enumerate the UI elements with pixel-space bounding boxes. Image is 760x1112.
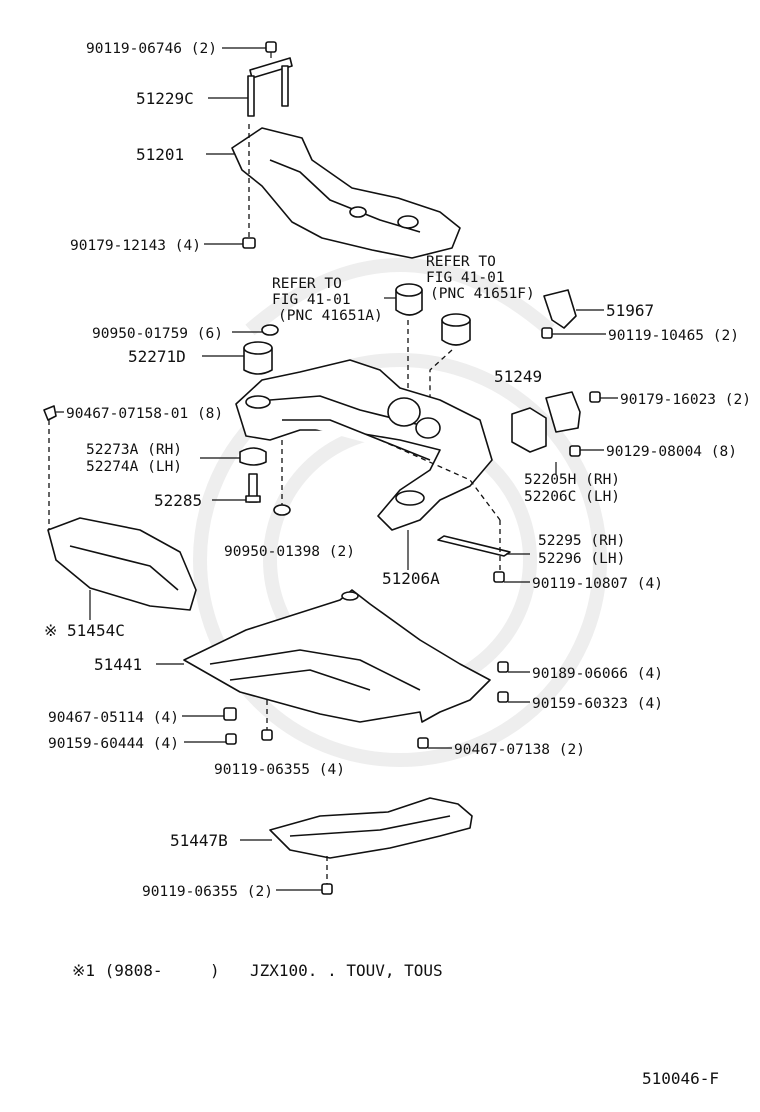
bolt-90159-60444[interactable] [225, 733, 237, 745]
label-90179-16023: 90179-16023 (2) [620, 392, 751, 408]
bolt-90467-07158-01[interactable] [43, 405, 57, 421]
label-52273A: 52273A (RH) [86, 442, 182, 458]
label-90467-07138: 90467-07138 (2) [454, 742, 585, 758]
label-90950-01759: 90950-01759 (6) [92, 326, 223, 342]
label-52271D: 52271D [128, 347, 186, 366]
label-52205H: 52205H (RH) [524, 472, 620, 488]
label-52206C: 52206C (LH) [524, 489, 620, 505]
label-90189-06066: 90189-06066 (4) [532, 666, 663, 682]
label-51206A: 51206A [382, 569, 440, 588]
bushing-41651A[interactable] [395, 283, 423, 316]
label-90119-06746: 90119-06746 (2) [86, 41, 217, 57]
label-refer-a-line2: FIG 41-01 [272, 292, 351, 308]
bolt-90119-06355-4[interactable] [261, 729, 273, 741]
label-90119-10807: 90119-10807 (4) [532, 576, 663, 592]
label-90179-12143: 90179-12143 (4) [70, 238, 201, 254]
footnote-range: ※1 (9808- [72, 961, 162, 980]
label-90159-60444: 90159-60444 (4) [48, 736, 179, 752]
label-refer-f-line3: (PNC 41651F) [430, 286, 535, 302]
label-refer-f-line2: FIG 41-01 [426, 270, 505, 286]
bolt-90159-60323[interactable] [497, 691, 509, 703]
label-52295: 52295 (RH) [538, 533, 625, 549]
label-90129-08004: 90129-08004 (8) [606, 444, 737, 460]
bolt-52285[interactable] [245, 473, 261, 503]
label-51441: 51441 [94, 655, 142, 674]
label-51967: 51967 [606, 301, 654, 320]
brace-52295[interactable] [437, 535, 511, 557]
bolt-90119-10465[interactable] [541, 327, 553, 339]
cover-51447B[interactable] [269, 797, 473, 859]
label-52274A: 52274A (LH) [86, 459, 182, 475]
cover-51454C[interactable] [47, 517, 197, 611]
label-51447B: 51447B [170, 831, 228, 850]
stopper-51967[interactable] [543, 289, 577, 329]
label-52285: 52285 [154, 491, 202, 510]
label-90119-10465: 90119-10465 (2) [608, 328, 739, 344]
label-90119-06355-2: 90119-06355 (2) [142, 884, 273, 900]
leader-lines [56, 47, 618, 891]
bracket-51229C[interactable] [247, 57, 293, 117]
crossmember-51201[interactable] [231, 127, 461, 259]
nut-90467-05114[interactable] [223, 707, 237, 721]
bolt-90129-08004[interactable] [569, 445, 581, 457]
label-refer-f-line1: REFER TO [426, 254, 496, 270]
cushion-52273A[interactable] [239, 447, 267, 466]
label-90467-07158-01: 90467-07158-01 (8) [66, 406, 223, 422]
washer-90950-01759[interactable] [261, 324, 279, 336]
bolt-90119-06746[interactable] [265, 41, 277, 58]
cushion-52271D[interactable] [243, 341, 273, 375]
footnote-models: JZX100. . TOUV, TOUS [250, 961, 443, 980]
washer-90950-01398[interactable] [273, 504, 291, 516]
diagram-code: 510046-F [642, 1069, 719, 1088]
label-90119-06355-4: 90119-06355 (4) [214, 762, 345, 778]
bolt-90189-06066[interactable] [497, 661, 509, 673]
bolt-90119-10807[interactable] [493, 571, 505, 583]
bushing-41651F[interactable] [441, 313, 471, 346]
label-51201: 51201 [136, 145, 184, 164]
bracket-51249[interactable] [511, 391, 581, 453]
label-90159-60323: 90159-60323 (4) [532, 696, 663, 712]
label-52296: 52296 (LH) [538, 551, 625, 567]
bolt-90467-07138[interactable] [417, 737, 429, 749]
label-90950-01398: 90950-01398 (2) [224, 544, 355, 560]
label-51229C: 51229C [136, 89, 194, 108]
bolt-90119-06355-2[interactable] [321, 883, 333, 895]
suspension-member-51206A[interactable] [235, 359, 493, 531]
nut-90179-16023[interactable] [589, 391, 601, 403]
label-refer-a-line3: (PNC 41651A) [278, 308, 383, 324]
label-51454C: ※ 51454C [44, 621, 125, 640]
label-refer-a-line1: REFER TO [272, 276, 342, 292]
cover-51441[interactable] [183, 589, 491, 723]
footnote-paren: ) [210, 961, 220, 980]
label-90467-05114: 90467-05114 (4) [48, 710, 179, 726]
nut-90179-12143[interactable] [242, 237, 256, 249]
label-51249: 51249 [494, 367, 542, 386]
